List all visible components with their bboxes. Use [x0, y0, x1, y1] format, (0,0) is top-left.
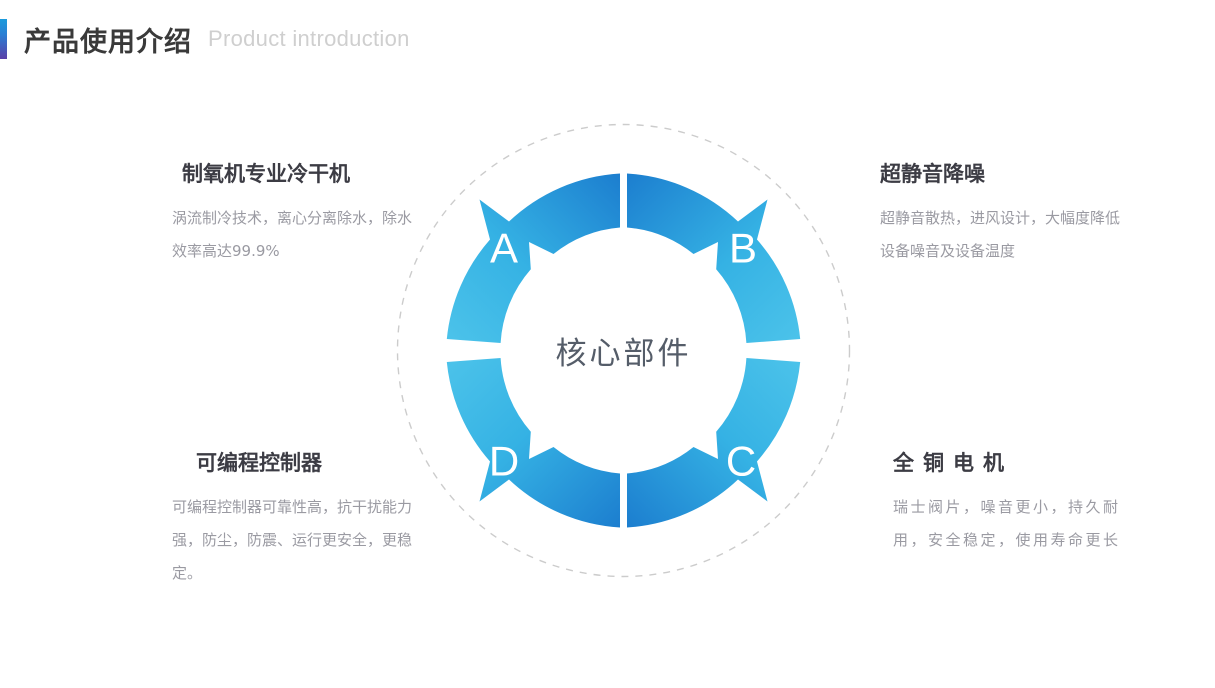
- feature-body-c: 瑞士阀片，噪音更小，持久耐用，安全稳定，使用寿命更长: [893, 498, 1121, 549]
- feature-body-a: 涡流制冷技术，离心分离除水，除水效率高达99.9%: [172, 209, 413, 260]
- title-accent-bar: [0, 19, 7, 59]
- segment-d[interactable]: [446, 358, 620, 528]
- feature-body-b: 超静音散热，进风设计，大幅度降低设备噪音及设备温度: [880, 209, 1121, 260]
- feature-title-b: 超静音降噪: [880, 162, 985, 186]
- feature-title-c: 全铜电机: [893, 451, 1013, 475]
- segment-label-a: A: [490, 225, 518, 272]
- feature-title-a: 制氧机专业冷干机: [182, 162, 350, 186]
- feature-block-d: 可编程控制器 可编程控制器可靠性高，抗干扰能力强，防尘，防震、运行更安全，更稳定…: [172, 447, 422, 590]
- feature-block-c: 全铜电机 瑞士阀片，噪音更小，持久耐用，安全稳定，使用寿命更长: [893, 447, 1143, 557]
- segment-b[interactable]: [627, 173, 801, 344]
- page-subtitle: Product introduction: [208, 26, 410, 51]
- segment-label-d: D: [489, 438, 519, 485]
- page-title: 产品使用介绍: [24, 26, 192, 58]
- feature-block-b: 超静音降噪 超静音散热，进风设计，大幅度降低设备噪音及设备温度: [880, 158, 1130, 268]
- cycle-diagram-svg: A B C D: [396, 123, 851, 578]
- dashed-outer-circle: [396, 123, 851, 578]
- segment-c[interactable]: [627, 358, 801, 528]
- page-header: 产品使用介绍 Product introduction: [0, 18, 410, 60]
- segment-label-c: C: [726, 438, 756, 485]
- feature-block-a: 制氧机专业冷干机 涡流制冷技术，离心分离除水，除水效率高达99.9%: [172, 158, 422, 268]
- segment-label-b: B: [729, 225, 757, 272]
- feature-title-d: 可编程控制器: [196, 451, 322, 475]
- cycle-diagram: A B C D 核心部件: [396, 123, 851, 578]
- feature-body-d: 可编程控制器可靠性高，抗干扰能力强，防尘，防震、运行更安全，更稳定。: [172, 498, 413, 582]
- segment-a[interactable]: [446, 173, 620, 344]
